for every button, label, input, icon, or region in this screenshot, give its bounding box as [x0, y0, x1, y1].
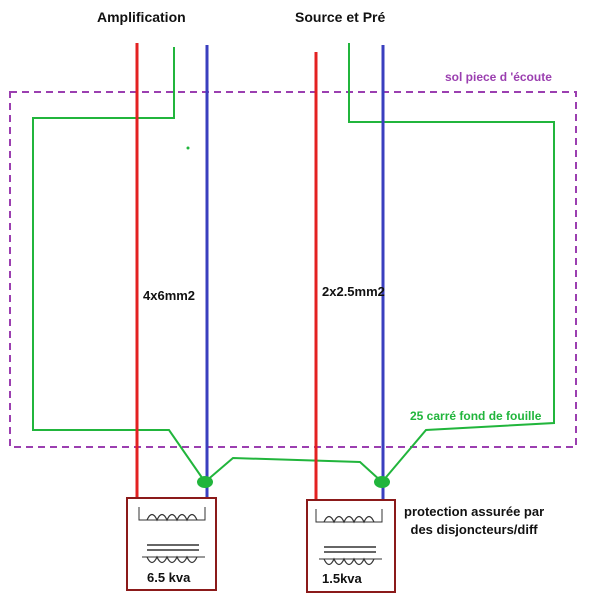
protection-note-line2: des disjoncteurs/diff [410, 522, 538, 537]
protection-note-line1: protection assurée par [404, 504, 545, 519]
floor-label: sol piece d 'écoute [445, 70, 552, 84]
earth-loop-right [348, 43, 555, 483]
earth-bond-wire [204, 456, 383, 483]
title-source: Source et Pré [295, 9, 386, 25]
floor-outline [9, 91, 577, 448]
earth-loop-left [32, 47, 206, 483]
ground-label: 25 carré fond de fouille [410, 409, 542, 423]
cable-label-right: 2x2.5mm2 [322, 284, 385, 299]
transformer-left-rating: 6.5 kva [147, 570, 191, 585]
earth-node-left [197, 476, 213, 488]
cable-label-left: 4x6mm2 [143, 288, 196, 303]
transformer-right [306, 499, 396, 593]
title-amplification: Amplification [97, 9, 186, 25]
earth-node-right [374, 476, 390, 488]
earth-speck [186, 146, 190, 150]
protection-note: protection assurée par des disjoncteurs/… [404, 503, 544, 539]
transformer-right-rating: 1.5kva [322, 571, 362, 586]
transformer-left [126, 497, 217, 591]
